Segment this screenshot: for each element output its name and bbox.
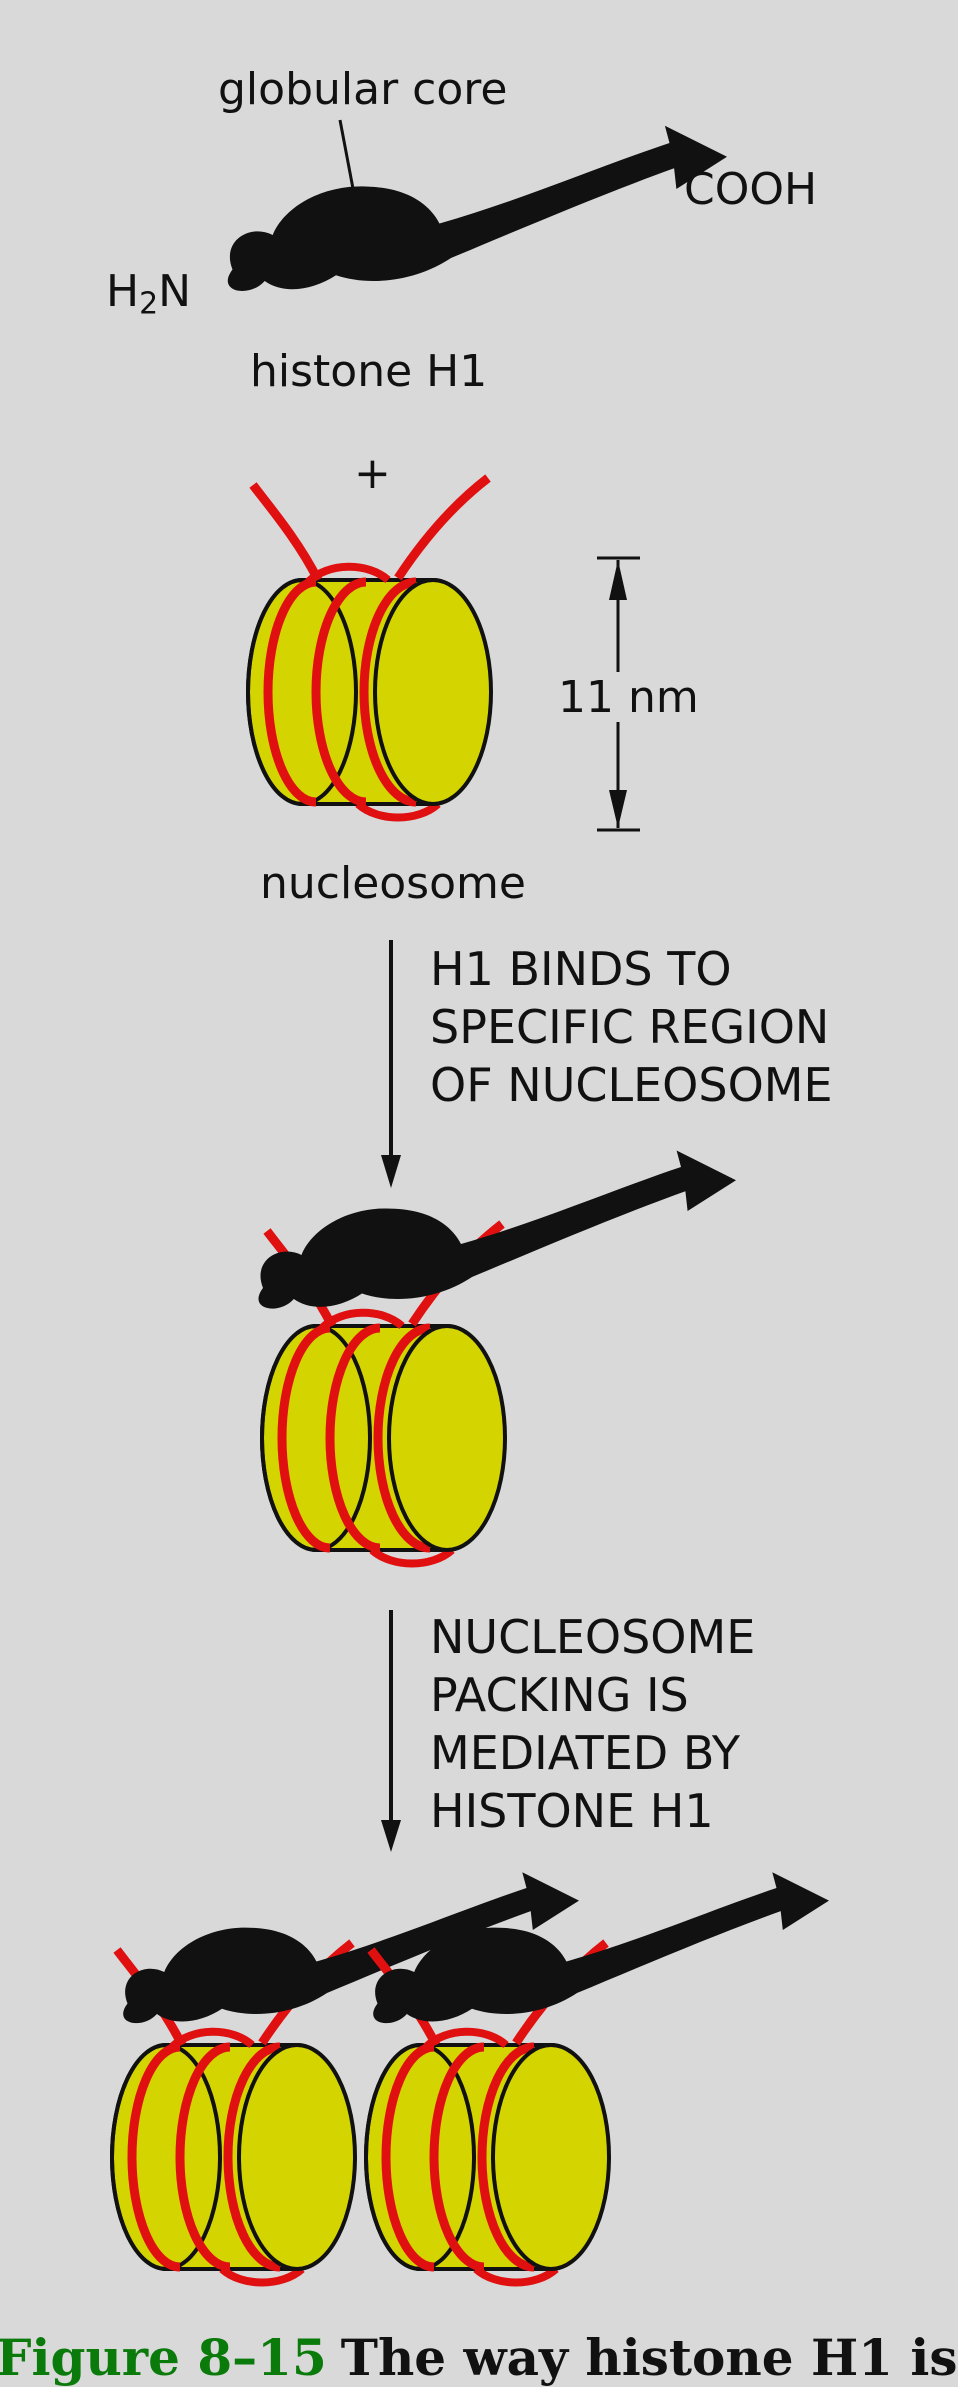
nucleosome-label: nucleosome [260,858,526,909]
step1-line: OF NUCLEOSOME [430,1058,833,1112]
plus-sign: + [354,448,391,499]
step1-line: SPECIFIC REGION [430,1000,830,1054]
histone-h1-diagram [0,119,829,2369]
size-label: 11 nm [558,672,699,723]
step1-arrow [381,940,401,1188]
step2-line: NUCLEOSOME [430,1610,756,1664]
h2n-label: H2N [106,266,192,322]
histone-h1-label: histone H1 [250,346,488,397]
cooh-label: COOH [684,164,818,215]
packed-nucleosomes [112,1872,829,2282]
size-scale-bar [597,556,640,832]
step1-line: H1 BINDS TO [430,942,732,996]
histone-h1-molecule [227,125,728,292]
step1-text: H1 BINDS TO SPECIFIC REGION OF NUCLEOSOM… [430,940,833,1114]
step2-line: MEDIATED BY [430,1726,740,1780]
step2-arrow [381,1610,401,1852]
nucleosome-single [248,478,491,818]
step2-text: NUCLEOSOME PACKING IS MEDIATED BY HISTON… [430,1608,755,1840]
globular-core-label: globular core [218,64,508,115]
step2-line: HISTONE H1 [430,1784,714,1838]
nucleosome-with-h1 [258,1150,736,1564]
figure-number: Figure 8–15 [0,2328,327,2387]
caption-text: The way histone H1 is [340,2328,958,2387]
globular-core-pointer [338,119,360,216]
step2-line: PACKING IS [430,1668,689,1722]
